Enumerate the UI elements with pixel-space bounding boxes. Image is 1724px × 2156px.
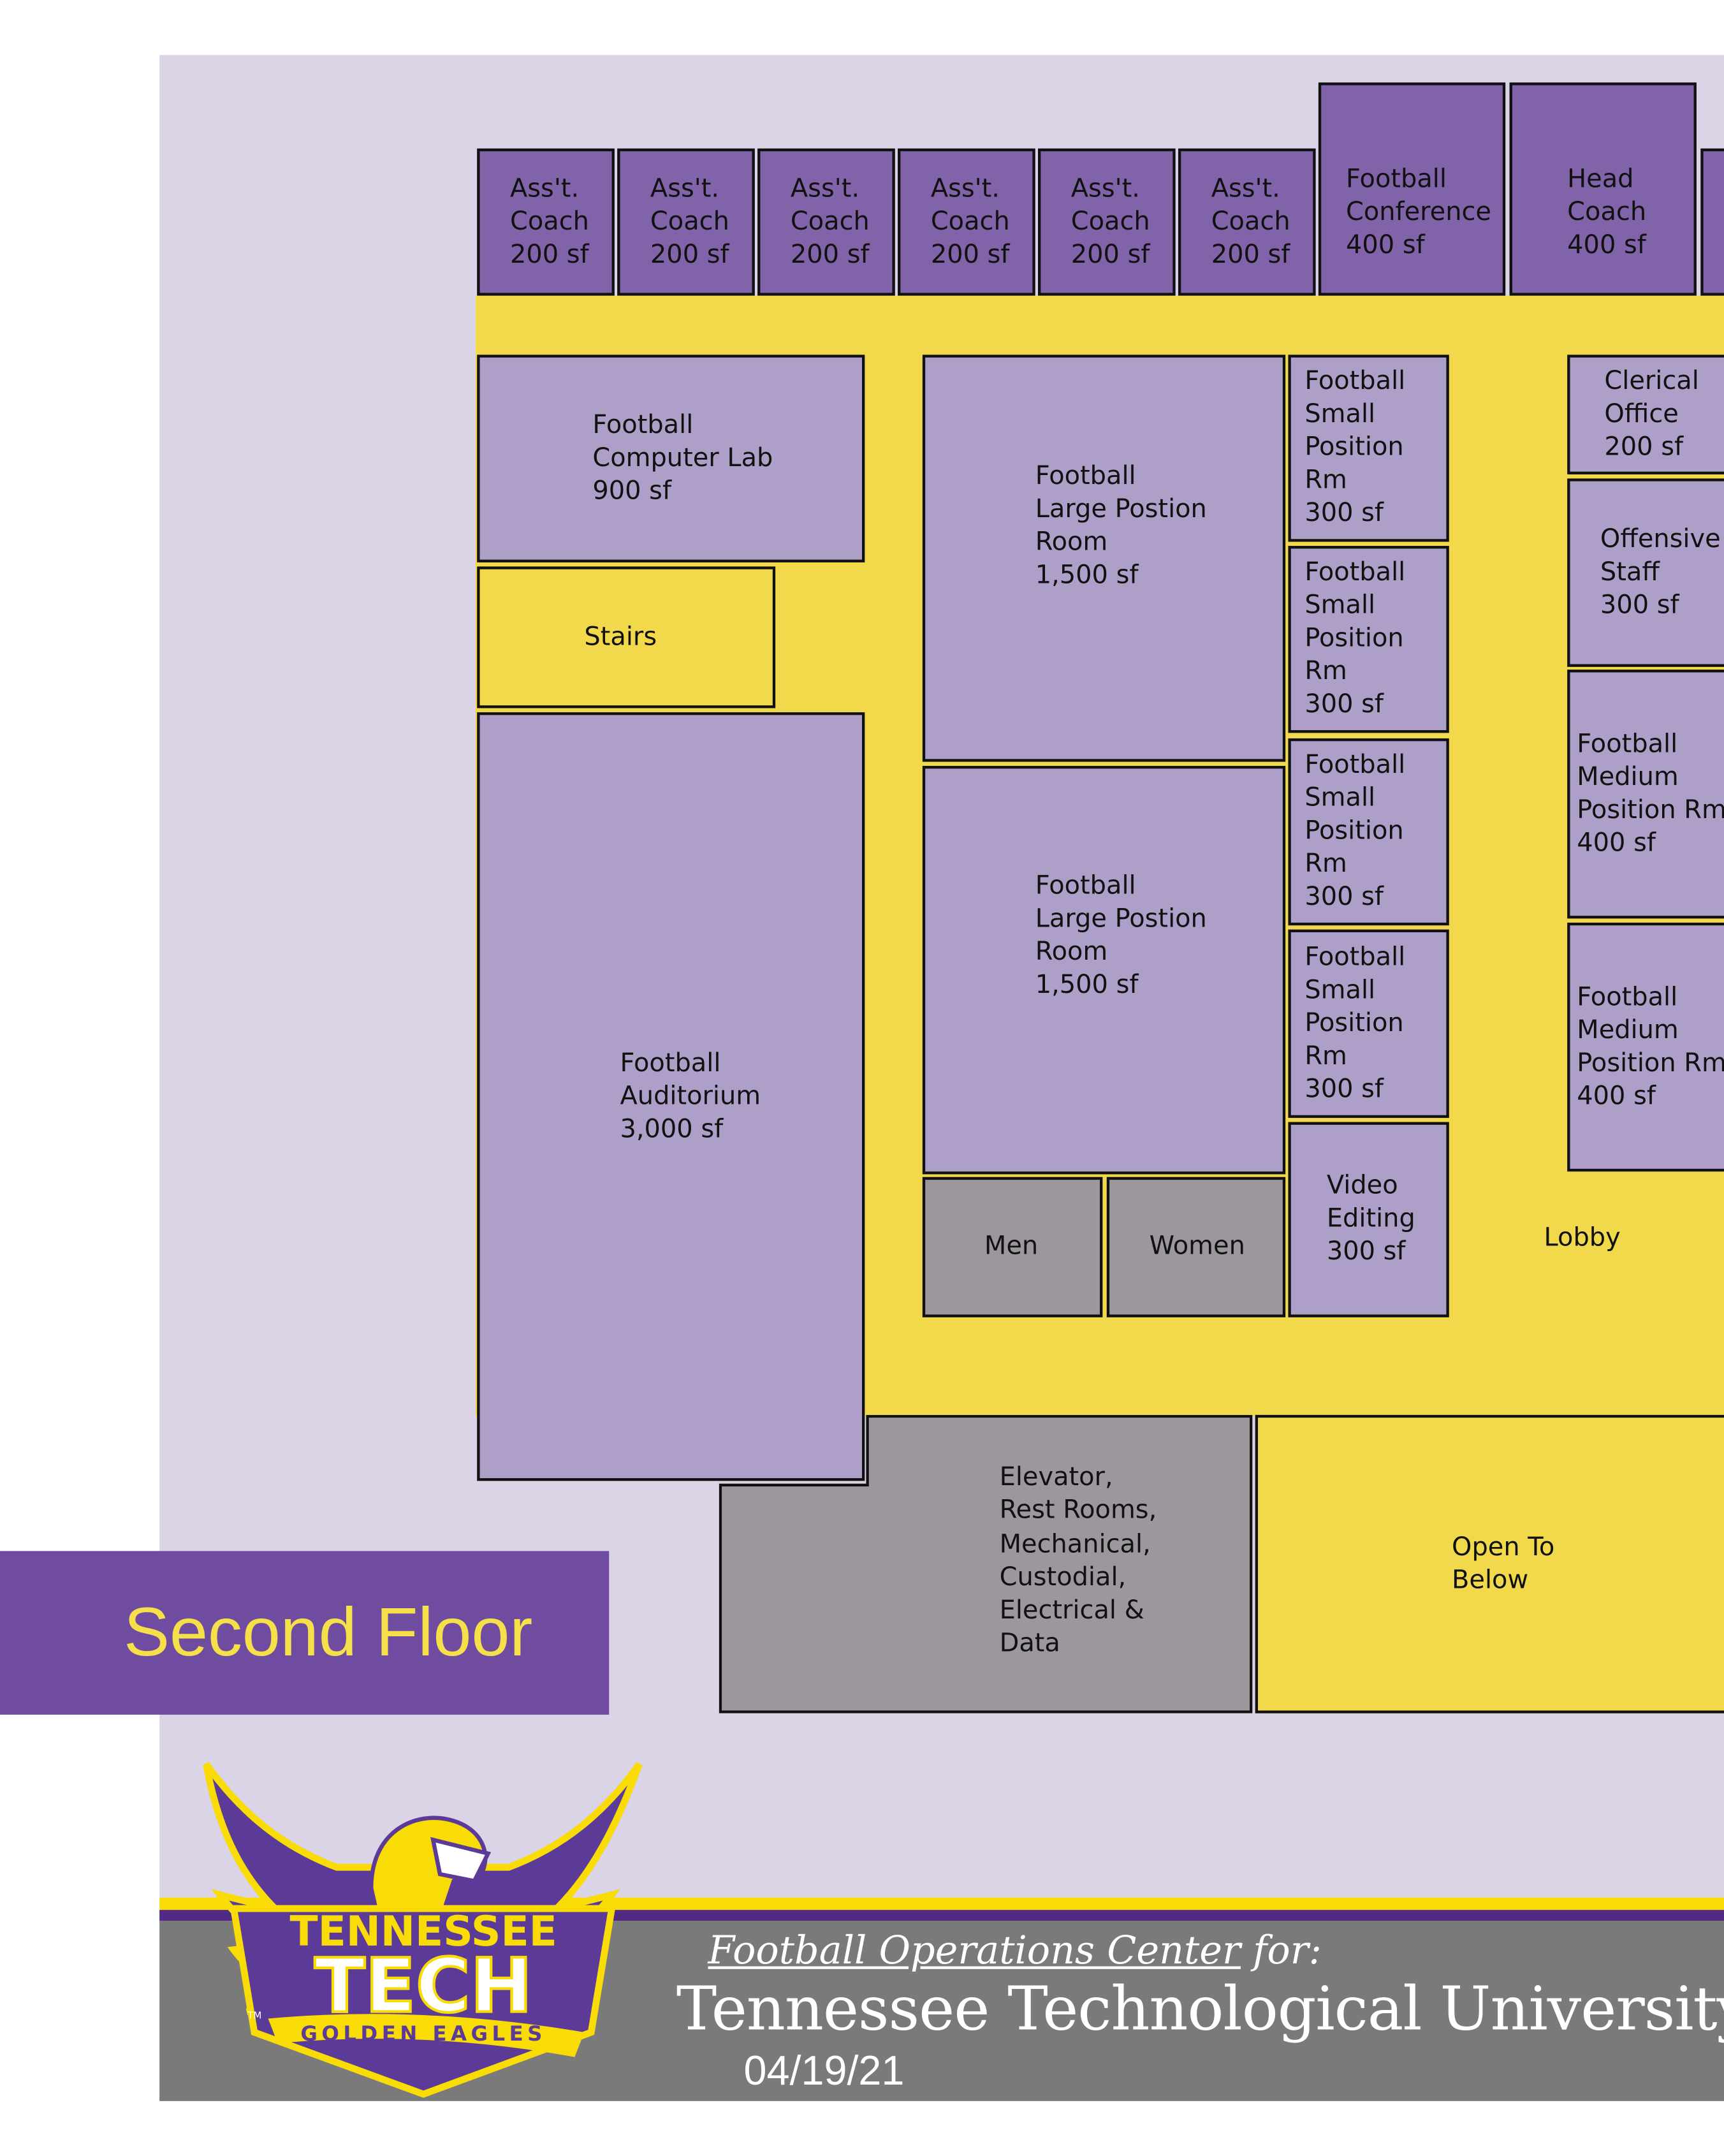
room-label: Men xyxy=(984,1232,1039,1261)
floor-title: Second Floor xyxy=(124,1594,533,1671)
room-asst-coach-5: Ass't. Coach 200 sf xyxy=(1038,148,1176,296)
stairs: Stairs xyxy=(477,566,776,708)
room-asst-coach-1: Ass't. Coach 200 sf xyxy=(477,148,615,296)
floor-banner xyxy=(0,1551,610,1715)
room-medium-position-2: Football Medium Position Rm 400 sf xyxy=(1567,922,1724,1172)
room-cut-off xyxy=(1700,148,1724,296)
room-label: Football Small Position Rm 300 sf xyxy=(1304,751,1406,912)
room-label: Football Small Position Rm 300 sf xyxy=(1304,942,1406,1104)
room-large-position-1: Football Large Postion Room 1,500 sf xyxy=(922,355,1286,762)
room-football-conference: Football Conference 400 sf xyxy=(1318,82,1506,296)
room-label: Head Coach 400 sf xyxy=(1567,165,1647,260)
room-auditorium: Football Auditorium 3,000 sf xyxy=(477,712,865,1481)
lobby-label: Lobby xyxy=(1544,1224,1621,1253)
project-subtitle: Football Operations Center for: xyxy=(708,1928,1322,1973)
room-label: Offensive Staff 300 sf xyxy=(1600,524,1721,620)
plan-date: 04/19/21 xyxy=(743,2048,905,2095)
open-to-below: Open To Below xyxy=(1255,1414,1724,1713)
room-head-coach: Head Coach 400 sf xyxy=(1509,82,1697,296)
room-label: Ass't. Coach 200 sf xyxy=(1070,173,1150,269)
room-asst-coach-2: Ass't. Coach 200 sf xyxy=(617,148,755,296)
room-clerical-office: Clerical Office 200 sf xyxy=(1567,355,1724,474)
room-label: Stairs xyxy=(584,622,657,652)
room-women-restroom: Women xyxy=(1106,1177,1286,1317)
subtitle-suffix: for: xyxy=(1240,1928,1322,1974)
room-label: Football Small Position Rm 300 sf xyxy=(1304,558,1406,719)
room-label: Clerical Office 200 sf xyxy=(1604,366,1699,462)
room-asst-coach-4: Ass't. Coach 200 sf xyxy=(898,148,1035,296)
room-computer-lab: Football Computer Lab 900 sf xyxy=(477,355,865,562)
room-label: Video Editing 300 sf xyxy=(1326,1171,1415,1266)
tennessee-tech-logo: TENNESSEE TECH GOLDEN EAGLES TM xyxy=(203,1762,643,2098)
svg-text:TM: TM xyxy=(247,2009,261,2021)
room-label: Football Computer Lab 900 sf xyxy=(592,410,773,506)
room-label: Open To Below xyxy=(1452,1532,1555,1595)
room-label: Football Medium Position Rm 400 sf xyxy=(1577,982,1724,1111)
svg-text:TENNESSEE: TENNESSEE xyxy=(289,1908,557,1956)
room-label: Football Conference 400 sf xyxy=(1346,165,1491,260)
room-asst-coach-3: Ass't. Coach 200 sf xyxy=(757,148,895,296)
room-label: Football Large Postion Room 1,500 sf xyxy=(1035,872,1207,1000)
room-medium-position-1: Football Medium Position Rm 400 sf xyxy=(1567,670,1724,919)
room-label: Ass't. Coach 200 sf xyxy=(930,173,1010,269)
room-label: Ass't. Coach 200 sf xyxy=(1211,173,1290,269)
svg-text:GOLDEN EAGLES: GOLDEN EAGLES xyxy=(300,2021,546,2046)
room-asst-coach-6: Ass't. Coach 200 sf xyxy=(1178,148,1316,296)
room-label: Football Medium Position Rm 400 sf xyxy=(1577,729,1724,858)
room-small-position-1: Football Small Position Rm 300 sf xyxy=(1288,355,1449,542)
room-large-position-2: Football Large Postion Room 1,500 sf xyxy=(922,766,1286,1175)
room-small-position-3: Football Small Position Rm 300 sf xyxy=(1288,738,1449,926)
room-label: Football Auditorium 3,000 sf xyxy=(620,1048,761,1143)
room-small-position-4: Football Small Position Rm 300 sf xyxy=(1288,929,1449,1118)
room-label: Ass't. Coach 200 sf xyxy=(650,173,729,269)
room-offensive-staff: Offensive Staff 300 sf xyxy=(1567,478,1724,667)
room-men-restroom: Men xyxy=(922,1177,1103,1317)
room-small-position-2: Football Small Position Rm 300 sf xyxy=(1288,546,1449,733)
university-name: Tennessee Technological University xyxy=(676,1974,1724,2045)
service-core-shape xyxy=(719,1414,1253,1713)
room-label: Ass't. Coach 200 sf xyxy=(509,173,589,269)
project-name: Football Operations Center xyxy=(708,1928,1241,1974)
room-video-editing: Video Editing 300 sf xyxy=(1288,1122,1449,1317)
room-label: Ass't. Coach 200 sf xyxy=(790,173,870,269)
room-label: Football Large Postion Room 1,500 sf xyxy=(1035,462,1207,590)
room-label: Football Small Position Rm 300 sf xyxy=(1304,367,1406,529)
service-core-label: Elevator, Rest Rooms, Mechanical, Custod… xyxy=(999,1463,1157,1659)
room-label: Women xyxy=(1149,1232,1245,1261)
